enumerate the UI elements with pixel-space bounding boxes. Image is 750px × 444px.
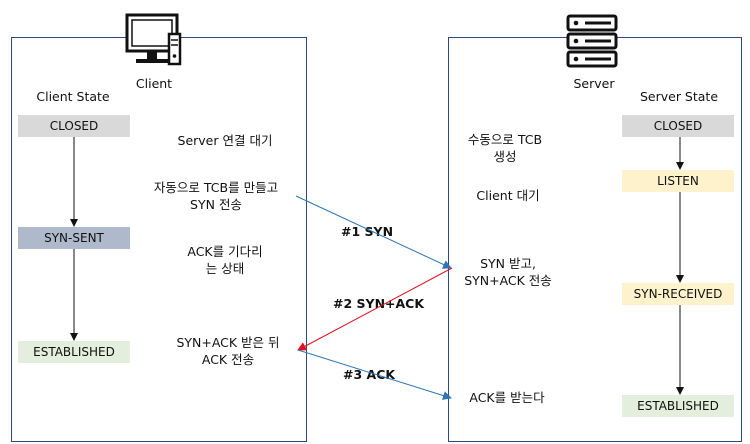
server-note-synack-line2: SYN+ACK 전송 bbox=[464, 273, 552, 288]
client-note-ack-wait: ACK를 기다리 는 상태 bbox=[170, 243, 280, 277]
message-arrow-ack bbox=[297, 349, 452, 400]
server-note-tcb: 수동으로 TCB 생성 bbox=[450, 131, 560, 165]
server-state-header: Server State bbox=[639, 89, 719, 104]
server-note-synack: SYN 받고, SYN+ACK 전송 bbox=[446, 255, 570, 289]
server-note-synack-line1: SYN 받고, bbox=[480, 256, 536, 271]
client-note-ack-wait-line1: ACK를 기다리 bbox=[187, 244, 263, 259]
client-note-ack-wait-line2: 는 상태 bbox=[205, 261, 245, 276]
server-state-closed: CLOSED bbox=[622, 115, 734, 137]
client-note-syn-line1: 자동으로 TCB를 만들고 bbox=[153, 180, 279, 195]
server-note-ack-line: ACK를 받는다 bbox=[469, 390, 545, 405]
server-state-established: ESTABLISHED bbox=[622, 395, 734, 417]
server-note-wait: Client 대기 bbox=[456, 187, 560, 204]
client-note-ack-send-line1: SYN+ACK 받은 뒤 bbox=[176, 335, 280, 350]
client-note-syn-line2: SYN 전송 bbox=[190, 197, 242, 212]
message-label-ack: #3 ACK bbox=[343, 367, 396, 382]
message-arrow-syn bbox=[295, 195, 452, 269]
message-label-synack: #2 SYN+ACK bbox=[333, 296, 425, 311]
server-state-listen: LISTEN bbox=[622, 170, 734, 192]
client-state-header: Client State bbox=[36, 89, 110, 104]
desktop-computer-icon bbox=[125, 13, 182, 66]
server-panel bbox=[448, 37, 742, 442]
client-note-ack-send: SYN+ACK 받은 뒤 ACK 전송 bbox=[160, 334, 296, 368]
client-note-syn: 자동으로 TCB를 만들고 SYN 전송 bbox=[138, 179, 294, 213]
client-note-waiting: Server 연결 대기 bbox=[160, 132, 290, 149]
server-note-tcb-line1: 수동으로 TCB bbox=[467, 132, 543, 147]
server-title: Server bbox=[573, 76, 615, 91]
server-note-tcb-line2: 생성 bbox=[493, 149, 517, 164]
client-note-waiting-line: Server 연결 대기 bbox=[177, 133, 273, 148]
server-rack-icon bbox=[566, 14, 618, 68]
client-title: Client bbox=[135, 76, 173, 91]
client-state-syn-sent: SYN-SENT bbox=[18, 227, 130, 249]
client-note-ack-send-line2: ACK 전송 bbox=[201, 352, 255, 367]
server-note-ack: ACK를 받는다 bbox=[452, 389, 562, 406]
message-arrow-synack bbox=[297, 267, 453, 351]
server-note-wait-line: Client 대기 bbox=[476, 188, 540, 203]
client-state-established: ESTABLISHED bbox=[18, 341, 130, 363]
server-state-syn-received: SYN-RECEIVED bbox=[622, 283, 734, 305]
client-state-closed: CLOSED bbox=[18, 115, 130, 137]
